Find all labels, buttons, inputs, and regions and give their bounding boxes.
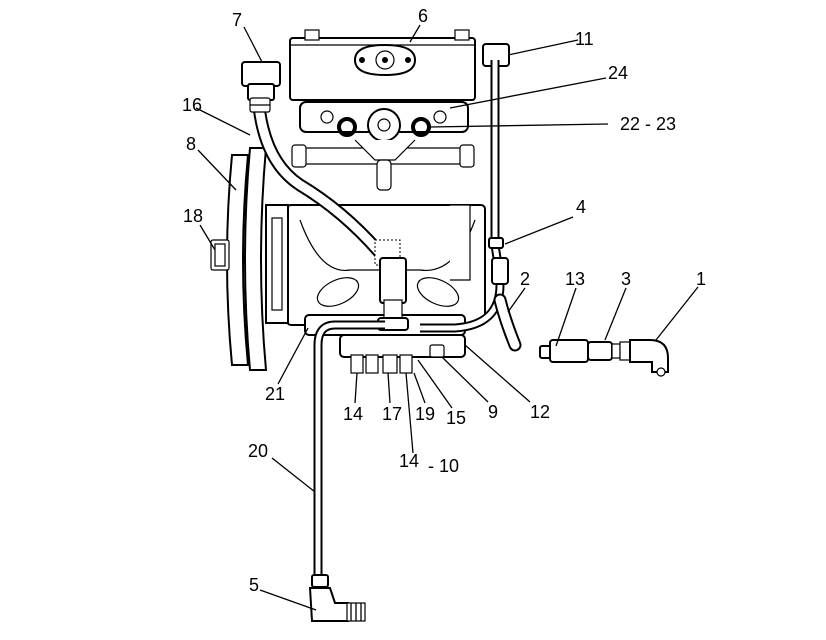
callout-12: 12	[530, 402, 550, 422]
callout-15: 15	[446, 408, 466, 428]
callout-2: 2	[520, 269, 530, 289]
cylinder-head	[289, 29, 476, 101]
tube-20	[311, 320, 385, 588]
leader-lines	[195, 24, 699, 611]
callout-labels: 1 2 3 4 5 6 7 8 9 - 10 11 12 13 14 14 15…	[182, 6, 706, 595]
callout-19: 19	[415, 404, 435, 424]
callout-14b: 14	[399, 451, 419, 471]
fitting-7	[241, 61, 281, 113]
callout-3: 3	[621, 269, 631, 289]
callout-4: 4	[576, 197, 586, 217]
center-fitting	[377, 257, 409, 331]
separate-fitting-assembly	[539, 339, 669, 377]
callout-17: 17	[382, 404, 402, 424]
callout-22-23: 22 - 23	[620, 114, 676, 134]
pulley	[210, 147, 289, 371]
callout-18: 18	[183, 206, 203, 226]
hose-2	[493, 293, 522, 352]
callout-5: 5	[249, 575, 259, 595]
callout-14a: 14	[343, 404, 363, 424]
callout-7: 7	[232, 10, 242, 30]
callout-11: 11	[575, 29, 594, 49]
callout-20: 20	[248, 441, 268, 461]
callout-8: 8	[186, 134, 196, 154]
callout-1: 1	[696, 269, 706, 289]
tube-11	[420, 43, 510, 333]
valve-plate	[291, 101, 475, 191]
callout-24: 24	[608, 63, 628, 83]
callout-13: 13	[565, 269, 585, 289]
callout-21: 21	[265, 384, 285, 404]
callout-9: 9	[488, 402, 498, 422]
callout-6: 6	[418, 6, 428, 26]
callout-10: - 10	[428, 456, 459, 476]
elbow-fitting-5	[308, 587, 366, 622]
callout-16: 16	[182, 95, 202, 115]
bottom-fittings	[339, 334, 466, 374]
